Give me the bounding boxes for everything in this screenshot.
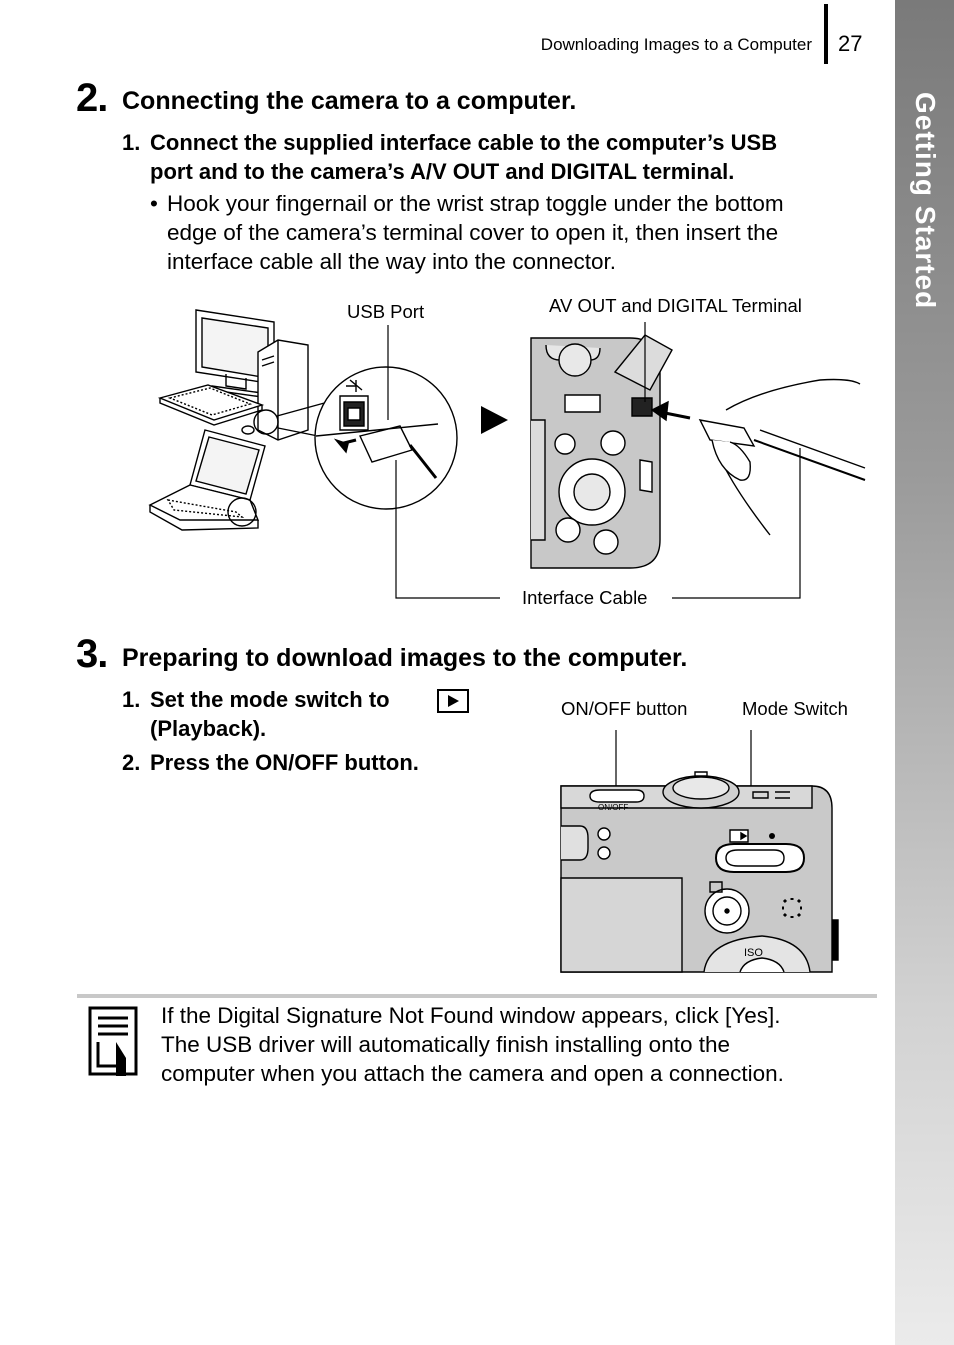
substep-number: 1.	[122, 130, 141, 155]
note-text-line: computer when you attach the camera and …	[161, 1061, 784, 1086]
substep-text-line: port and to the camera’s A/V OUT and DIG…	[150, 159, 735, 184]
step-title: Connecting the camera to a computer.	[122, 87, 577, 115]
step-number: 2.	[76, 76, 108, 120]
substep-number: 2.	[122, 750, 141, 775]
on-off-marking: ON/OFF	[598, 803, 628, 812]
bullet-text-line: Hook your fingernail or the wrist strap …	[167, 191, 784, 216]
usb-port-icon	[333, 379, 438, 479]
page-number: 27	[838, 31, 863, 56]
note-divider	[77, 994, 877, 998]
on-off-button-label: ON/OFF button	[561, 698, 688, 719]
laptop-computer-icon	[148, 429, 266, 531]
camera-side-icon	[530, 334, 866, 569]
side-tab	[895, 0, 954, 1345]
substep-text-line: Press the ON/OFF button.	[150, 750, 419, 775]
bullet-text-line: edge of the camera’s terminal cover to o…	[167, 220, 779, 245]
mode-switch-label: Mode Switch	[742, 698, 848, 719]
substep-number: 1.	[122, 687, 141, 712]
bullet-text-line: interface cable all the way into the con…	[167, 249, 617, 274]
memo-note-icon	[88, 1006, 138, 1076]
side-tab-label: Getting Started	[909, 92, 941, 310]
step-title: Preparing to download images to the comp…	[122, 644, 688, 672]
running-header: Downloading Images to a Computer	[540, 35, 812, 54]
substep-text-line: (Playback).	[150, 716, 267, 741]
desktop-computer-icon	[157, 309, 309, 441]
arrow-right-icon	[481, 406, 508, 434]
usb-port-label: USB Port	[347, 301, 424, 322]
substep-text-line: Set the mode switch to	[150, 687, 390, 712]
connection-illustration: USB Port AV OUT and DIGITAL Terminal	[148, 295, 866, 608]
av-out-label: AV OUT and DIGITAL Terminal	[549, 295, 802, 316]
camera-back-illustration: ON/OFF ISO	[560, 730, 839, 973]
flash-icon	[782, 898, 802, 918]
note-text-line: If the Digital Signature Not Found windo…	[161, 1003, 781, 1028]
bullet-marker: •	[150, 191, 158, 216]
playback-icon	[437, 689, 469, 713]
header-divider	[824, 4, 828, 64]
note-text-line: The USB driver will automatically finish…	[161, 1032, 731, 1057]
substep-text-line: Connect the supplied interface cable to …	[150, 130, 778, 155]
interface-cable-label: Interface Cable	[522, 587, 647, 608]
step-number: 3.	[76, 632, 108, 676]
iso-marking: ISO	[744, 947, 763, 959]
